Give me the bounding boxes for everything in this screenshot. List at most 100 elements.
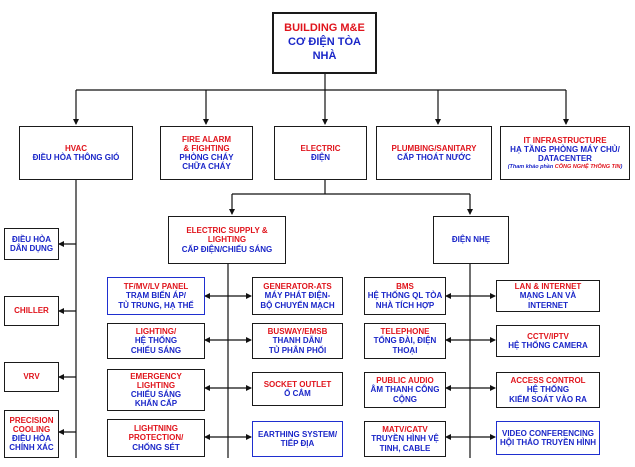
node-building-me: BUILDING M&E CƠ ĐIỆN TÒA NHÀ (272, 12, 377, 74)
node-hvac-title: HVAC (64, 143, 88, 153)
node-supply-title: ELECTRIC SUPPLY & (186, 226, 268, 236)
node-precision-title-2: COOLING (12, 424, 51, 434)
node-video-conferencing: VIDEO CONFERENCING HỘI THẢO TRUYỀN HÌNH (496, 421, 600, 455)
node-lan-title: LAN & INTERNET (514, 282, 582, 292)
node-plumbing: PLUMBING/SANITARY CẤP THOÁT NƯỚC (376, 126, 492, 180)
node-earthing-system: EARTHING SYSTEM/ TIẾP ĐỊA (252, 421, 343, 457)
node-chiller-title: CHILLER (14, 306, 49, 316)
node-lightning-subtitle: CHỐNG SÉT (132, 442, 180, 452)
node-building-me-title: BUILDING M&E (284, 22, 365, 35)
node-telephone-title: TELEPHONE (380, 327, 430, 337)
node-fire-alarm-subtitle-2: CHỮA CHÁY (182, 162, 231, 172)
node-lighting-subtitle-2: CHIẾU SÁNG (130, 345, 182, 355)
node-matv-catv: MATV/CATV TRUYỀN HÌNH VỆ TINH, CABLE (364, 421, 446, 457)
node-matv-title: MATV/CATV (382, 425, 428, 435)
node-vrv-title: VRV (23, 372, 40, 382)
node-precision-subtitle: ĐIỀU HÒA (11, 434, 52, 443)
node-fire-alarm-subtitle: PHÒNG CHÁY (179, 153, 234, 162)
node-tf-subtitle: TRẠM BIẾN ÁP/ (126, 291, 186, 301)
node-emergency-lighting: EMERGENCY LIGHTING CHIẾU SÁNG KHẨN CẤP (107, 369, 205, 411)
node-emergency-title: EMERGENCY (130, 371, 182, 381)
node-it-note-c: ) (620, 164, 623, 171)
node-generator-title: GENERATOR-ATS (263, 282, 332, 292)
node-supply-title-2: LIGHTING (207, 235, 247, 245)
node-busway-title: BUSWAY/EMSB (267, 327, 328, 337)
node-it-note-link: CÔNG NGHỆ THÔNG TIN (554, 164, 621, 171)
node-access-control: ACCESS CONTROL HỆ THỐNG KIỂM SOÁT VÀO RA (496, 372, 600, 408)
node-public-audio: PUBLIC AUDIO ÂM THANH CÔNG CỘNG (364, 372, 446, 408)
node-building-me-subtitle: CƠ ĐIỆN TÒA NHÀ (288, 36, 361, 62)
node-emergency-subtitle: CHIẾU SÁNG (130, 390, 182, 399)
node-audio-subtitle: ÂM THANH CÔNG (370, 385, 440, 395)
node-busway-emsb: BUSWAY/EMSB THANH DẪN/ TỦ PHÂN PHỐI (252, 323, 343, 359)
node-electric-supply: ELECTRIC SUPPLY & LIGHTING CẤP ĐIỆN/CHIẾ… (168, 216, 286, 264)
node-bms-subtitle: HỆ THỐNG QL TÒA (367, 291, 443, 301)
node-lightning-protection: LIGHTNING PROTECTION/ CHỐNG SÉT (107, 419, 205, 457)
node-audio-subtitle-2: CỘNG (393, 394, 417, 404)
node-telephone-subtitle: TỔNG ĐÀI, ĐIỆN (373, 336, 437, 346)
node-hvac-subtitle: ĐIỀU HÒA THÔNG GIÓ (32, 153, 120, 162)
node-access-subtitle: HỆ THỐNG (526, 385, 570, 395)
node-access-title: ACCESS CONTROL (510, 376, 586, 386)
node-video-title-2: HỘI THẢO TRUYỀN HÌNH (500, 438, 596, 447)
node-matv-subtitle-2: TINH, CABLE (379, 443, 431, 453)
node-bms-title: BMS (396, 282, 414, 292)
node-audio-title: PUBLIC AUDIO (376, 376, 434, 386)
node-it-note: (Tham khảo phần CÔNG NGHỆ THÔNG TIN) (508, 164, 623, 170)
node-vrv: VRV (4, 362, 59, 392)
node-tf-subtitle-2: TỦ TRUNG, HẠ THẾ (118, 300, 194, 310)
node-dien-nhe: ĐIỆN NHẸ (433, 216, 509, 264)
node-busway-subtitle: THANH DẪN/ (272, 336, 323, 346)
node-generator-subtitle-2: BỘ CHUYỂN MẠCH (260, 300, 335, 310)
node-dieu-hoa-dd-title-2: DÂN DỤNG (9, 244, 54, 253)
node-telephone-subtitle-2: THOẠI (392, 345, 418, 355)
node-cctv-title: CCTV/IPTV (527, 331, 569, 341)
node-bms-subtitle-2: NHÀ TÍCH HỢP (375, 300, 435, 310)
node-cctv-subtitle: HỆ THỐNG CAMERA (508, 341, 588, 350)
node-lighting: LIGHTING/ HỆ THỐNG CHIẾU SÁNG (107, 323, 205, 359)
node-tf-title: TF/MV/LV PANEL (123, 282, 189, 292)
node-it-subtitle-2: DATACENTER (538, 153, 592, 163)
node-precision-subtitle-2: CHÍNH XÁC (9, 443, 54, 453)
node-plumbing-subtitle: CẤP THOÁT NƯỚC (397, 153, 471, 162)
node-electric: ELECTRIC ĐIỆN (274, 126, 367, 180)
node-lighting-subtitle: HỆ THỐNG (134, 336, 178, 346)
node-generator-ats: GENERATOR-ATS MÁY PHÁT ĐIỆN- BỘ CHUYỂN M… (252, 277, 343, 315)
node-earthing-title-2: TIẾP ĐỊA (280, 439, 315, 448)
node-dieu-hoa-dd-title: ĐIỀU HÒA (11, 234, 52, 244)
node-supply-subtitle: CẤP ĐIỆN/CHIẾU SÁNG (181, 244, 273, 254)
node-emergency-subtitle-2: KHẨN CẤP (134, 399, 178, 409)
node-hvac: HVAC ĐIỀU HÒA THÔNG GIÓ (19, 126, 133, 180)
node-electric-title: ELECTRIC (300, 143, 341, 153)
node-lightning-title: LIGHTNING (134, 424, 178, 434)
node-socket-subtitle: Ổ CẮM (284, 389, 311, 398)
node-lan-subtitle: MẠNG LAN VÀ INTERNET (519, 291, 577, 310)
node-electric-subtitle: ĐIỆN (310, 153, 331, 162)
node-matv-subtitle: TRUYỀN HÌNH VỆ (371, 434, 439, 444)
node-earthing-title: EARTHING SYSTEM/ (257, 429, 338, 439)
node-it-infrastructure: IT INFRASTRUCTURE HẠ TẦNG PHÒNG MÁY CHỦ/… (500, 126, 630, 180)
node-chiller: CHILLER (4, 296, 59, 326)
node-dieu-hoa-dan-dung: ĐIỀU HÒA DÂN DỤNG (4, 228, 59, 260)
node-fire-alarm: FIRE ALARM & FIGHTING PHÒNG CHÁY CHỮA CH… (160, 126, 253, 180)
node-dien-nhe-title: ĐIỆN NHẸ (451, 235, 491, 245)
node-busway-subtitle-2: TỦ PHÂN PHỐI (268, 345, 327, 355)
node-fire-alarm-title: FIRE ALARM (181, 134, 232, 144)
node-access-subtitle-2: KIỂM SOÁT VÀO RA (509, 394, 587, 404)
node-plumbing-title: PLUMBING/SANITARY (391, 143, 477, 153)
node-bms: BMS HỆ THỐNG QL TÒA NHÀ TÍCH HỢP (364, 277, 446, 315)
node-it-note-a: (Tham khảo phần (507, 164, 555, 171)
node-fire-alarm-title-2: & FIGHTING (183, 143, 230, 153)
node-tf-mv-lv-panel: TF/MV/LV PANEL TRẠM BIẾN ÁP/ TỦ TRUNG, H… (107, 277, 205, 315)
node-lan-internet: LAN & INTERNET MẠNG LAN VÀ INTERNET (496, 280, 600, 312)
node-video-title: VIDEO CONFERENCING (501, 428, 594, 438)
node-lightning-title-2: PROTECTION/ (128, 433, 184, 443)
node-lighting-title: LIGHTING/ (135, 327, 177, 337)
node-cctv-iptv: CCTV/IPTV HỆ THỐNG CAMERA (496, 325, 600, 357)
node-precision-cooling: PRECISION COOLING ĐIỀU HÒA CHÍNH XÁC (4, 410, 59, 458)
node-socket-title: SOCKET OUTLET (263, 379, 332, 389)
node-it-subtitle: HẠ TẦNG PHÒNG MÁY CHỦ/ (510, 144, 620, 154)
node-socket-outlet: SOCKET OUTLET Ổ CẮM (252, 372, 343, 406)
node-precision-title: PRECISION (9, 415, 54, 425)
